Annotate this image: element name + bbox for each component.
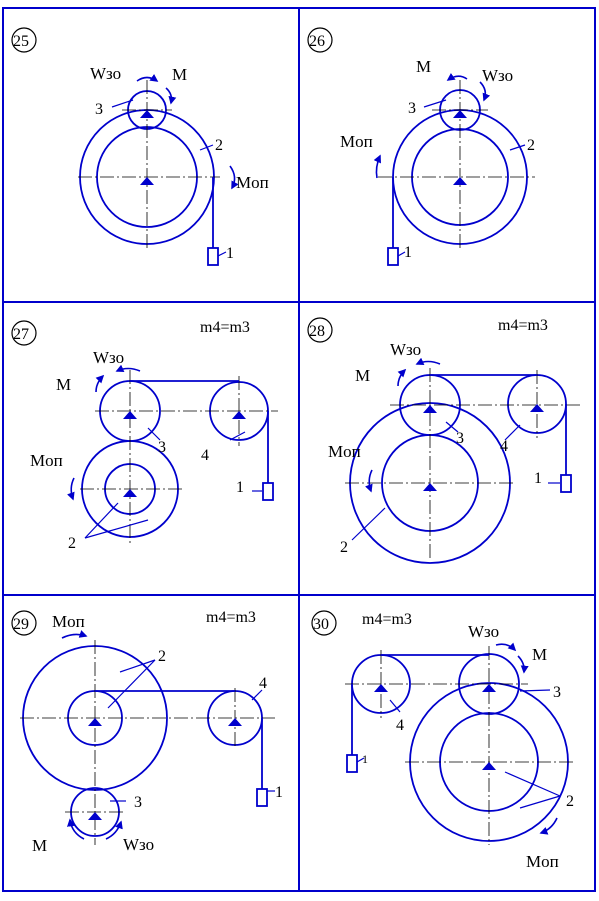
gear-2-label: 2	[566, 793, 574, 810]
rope-and-load	[207, 177, 219, 266]
gear-2-label: 2	[527, 137, 535, 154]
angular-velocity-label: Wзо	[390, 340, 421, 359]
shaft-bearings	[423, 404, 544, 491]
module-condition: m4=m3	[206, 609, 256, 626]
rope-and-load	[346, 654, 489, 773]
leader-lines	[356, 689, 561, 809]
axis-lines	[80, 370, 278, 545]
panel-25: 25 Wзо M	[11, 27, 269, 266]
rotation-arrows	[495, 642, 558, 835]
load-1-label: 1	[362, 752, 368, 766]
axis-lines	[345, 646, 575, 845]
panel-29: 29 m4=m3	[11, 609, 283, 855]
torque-label: M	[172, 65, 187, 84]
panel-number: 28	[309, 323, 325, 340]
resisting-torque-label: Mоп	[52, 612, 85, 631]
panel-number: 25	[13, 33, 29, 50]
gear-4-label: 4	[396, 717, 404, 734]
gear-3-label: 3	[158, 439, 166, 456]
torque-label: M	[32, 836, 47, 855]
panel-number: 30	[313, 616, 329, 633]
angular-velocity-label: Wзо	[123, 835, 154, 854]
load-1-label: 1	[226, 245, 234, 262]
panel-number: 27	[13, 326, 29, 343]
leader-lines	[111, 99, 227, 257]
resisting-torque-label: Mоп	[30, 451, 63, 470]
resisting-torque-label: Mоп	[526, 852, 559, 871]
torque-label: M	[416, 57, 431, 76]
grid-frame	[2, 7, 596, 892]
rotation-arrows	[67, 364, 141, 501]
angular-velocity-label: Wзо	[468, 622, 499, 641]
module-condition: m4=m3	[362, 611, 412, 628]
torque-label: M	[56, 375, 71, 394]
torque-label: M	[355, 366, 370, 385]
load-1-label: 1	[236, 479, 244, 496]
gear-3-label: 3	[456, 430, 464, 447]
angular-velocity-label: Wзо	[93, 348, 124, 367]
resisting-torque-label: Mоп	[328, 442, 361, 461]
panel-number-badge	[307, 27, 333, 53]
rope-and-load	[130, 380, 274, 501]
resisting-torque-label: Mоп	[340, 132, 373, 151]
gear-4-label: 4	[201, 447, 209, 464]
rotation-arrows	[136, 74, 239, 190]
axis-lines	[345, 368, 580, 560]
rope-and-load	[387, 177, 399, 266]
load-1-label: 1	[534, 470, 542, 487]
rotation-arrows	[365, 357, 441, 493]
leader-lines	[351, 421, 560, 541]
panel-30: 30 m4=m3	[311, 610, 575, 871]
shaft-bearings	[140, 110, 154, 185]
load-1-label: 1	[404, 244, 412, 261]
panel-number: 29	[13, 616, 29, 633]
load-1-label: 1	[275, 784, 283, 801]
panel-number-badge	[11, 27, 37, 53]
rotation-arrows	[373, 73, 491, 179]
module-condition: m4=m3	[200, 319, 250, 336]
panel-28: 28 m4=m3	[307, 317, 580, 564]
gear-3-label: 3	[553, 684, 561, 701]
gear-3-label: 3	[134, 794, 142, 811]
panel-number-badge	[307, 317, 333, 343]
gear-2-label: 2	[68, 535, 76, 552]
leader-lines	[397, 99, 526, 257]
gear-3-label: 3	[95, 101, 103, 118]
panel-26: 26 M Wзо	[307, 27, 535, 266]
gear-4-label: 4	[259, 675, 267, 692]
leader-lines	[107, 659, 275, 802]
panel-number-badge	[11, 610, 37, 636]
rope-and-load	[430, 374, 572, 493]
axis-lines	[20, 640, 275, 845]
shaft-bearings	[123, 411, 246, 497]
leader-lines	[84, 427, 262, 539]
shaft-bearings	[374, 684, 496, 770]
panel-number: 26	[309, 33, 325, 50]
panel-number-badge	[11, 320, 37, 346]
torque-label: M	[532, 645, 547, 664]
panel-27: 27 m4=m3	[11, 319, 278, 552]
gear-2-label: 2	[340, 539, 348, 556]
module-condition: m4=m3	[498, 317, 548, 334]
gear-4-label: 4	[500, 438, 508, 455]
rotation-arrows	[61, 630, 123, 840]
shaft-bearings	[88, 718, 242, 820]
resisting-torque-label: Mоп	[236, 173, 269, 192]
gear-2-label: 2	[215, 137, 223, 154]
angular-velocity-label: Wзо	[90, 64, 121, 83]
angular-velocity-label: Wзо	[482, 66, 513, 85]
rope-and-load	[95, 690, 268, 807]
gear-3-label: 3	[408, 100, 416, 117]
shaft-bearings	[453, 110, 467, 185]
panel-number-badge	[311, 610, 337, 636]
gear-2-label: 2	[158, 648, 166, 665]
